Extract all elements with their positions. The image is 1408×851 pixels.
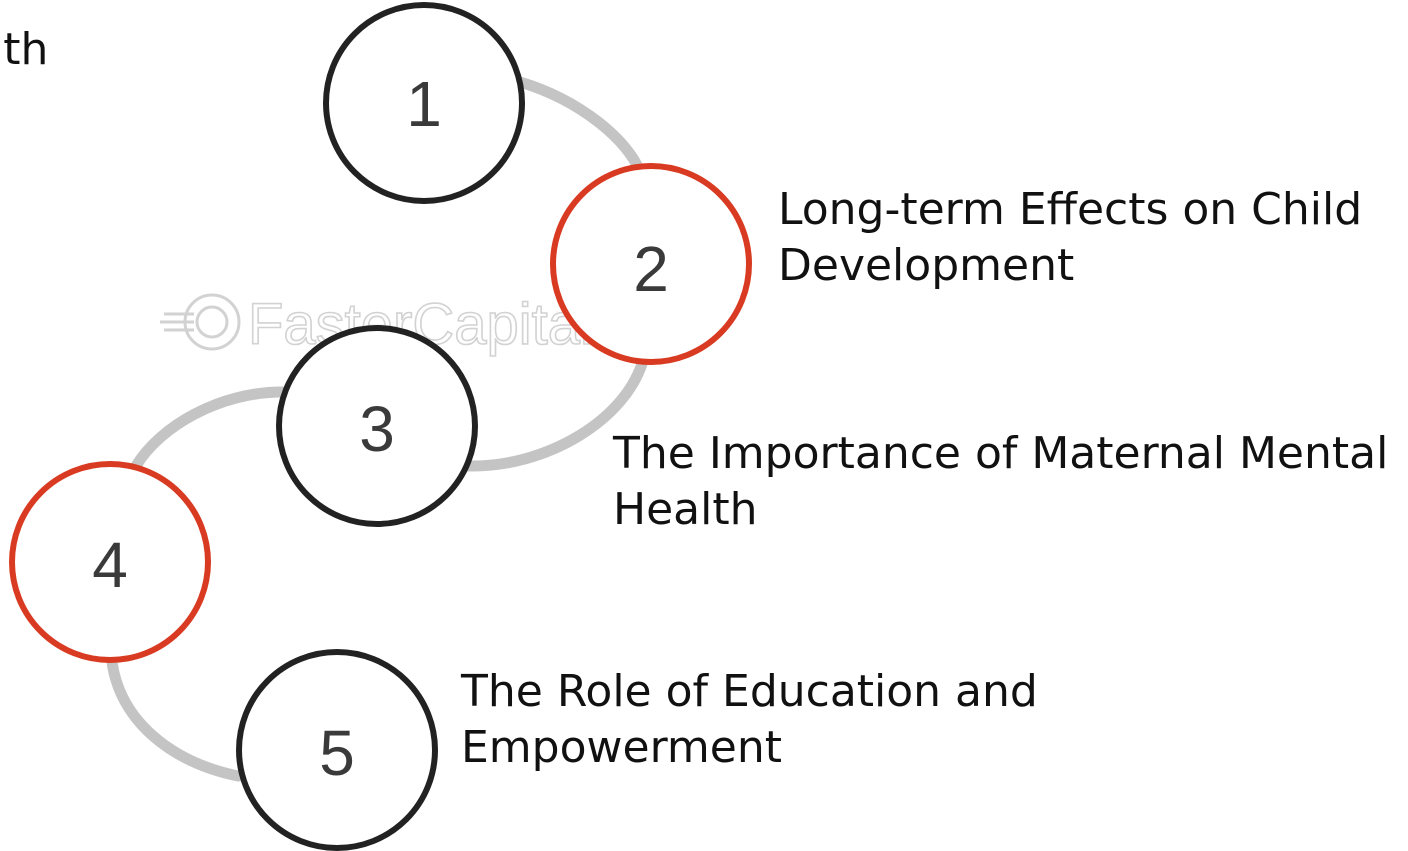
step-label-1: alth bbox=[0, 22, 48, 78]
step-number-4: 4 bbox=[92, 529, 128, 601]
connectors bbox=[106, 76, 650, 782]
step-label-3: The Importance of Maternal Mental Health bbox=[613, 426, 1388, 538]
step-number-2: 2 bbox=[633, 233, 669, 305]
step-label-2-line-1: Long-term Effects on Child bbox=[778, 184, 1363, 235]
watermark: FasterCapital bbox=[160, 291, 594, 358]
step-label-5-line-2: Empowerment bbox=[461, 722, 782, 773]
step-number-1: 1 bbox=[406, 68, 442, 140]
step-circle-1 bbox=[323, 2, 525, 204]
step-label-2-line-2: Development bbox=[778, 240, 1075, 291]
step-label-5-line-1: The Role of Education and bbox=[461, 666, 1038, 717]
step-number-5: 5 bbox=[319, 717, 355, 789]
step-label-3-line-1: The Importance of Maternal Mental bbox=[613, 428, 1389, 479]
step-circle-2 bbox=[550, 163, 752, 365]
step-label-2: Long-term Effects on Child Development bbox=[778, 182, 1362, 294]
step-label-3-line-2: Health bbox=[613, 484, 758, 535]
connector-4-5 bbox=[106, 656, 244, 782]
gear-logo-icon bbox=[160, 293, 241, 351]
step-numbers: 1 2 3 4 5 bbox=[92, 68, 669, 789]
step-circle-4 bbox=[9, 461, 211, 663]
step-circle-5 bbox=[236, 649, 438, 851]
connector-3-4 bbox=[130, 386, 288, 472]
step-label-5: The Role of Education and Empowerment bbox=[461, 664, 1038, 776]
step-circles bbox=[9, 2, 752, 851]
step-label-1-line-1: alth bbox=[0, 24, 49, 75]
step-circle-3 bbox=[276, 325, 478, 527]
step-number-3: 3 bbox=[359, 393, 395, 465]
connector-2-3 bbox=[462, 351, 650, 472]
connector-1-2 bbox=[514, 76, 646, 178]
